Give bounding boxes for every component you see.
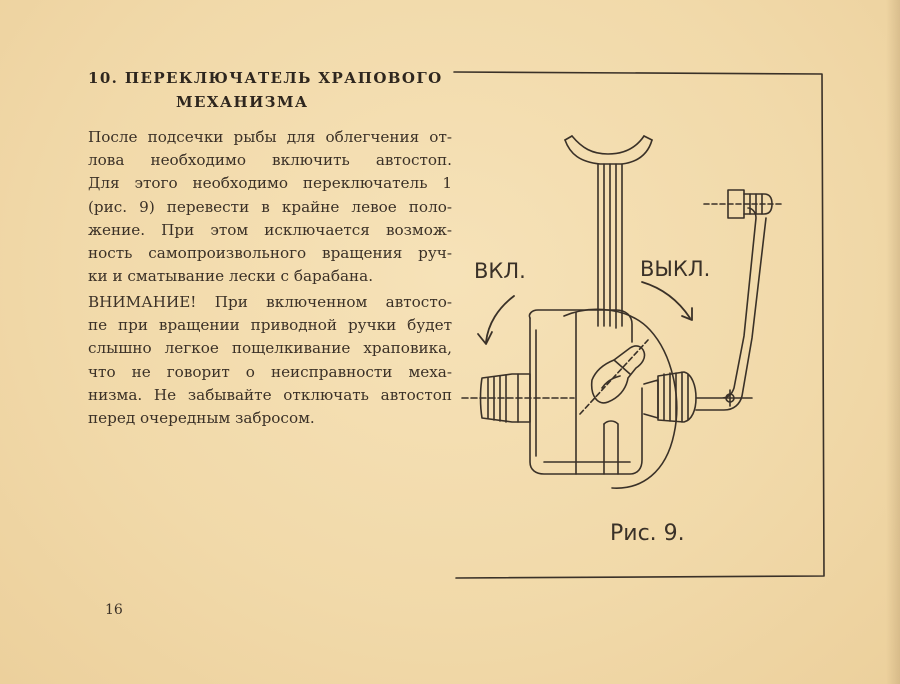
- label-on: ВКЛ.: [474, 259, 526, 283]
- paragraph-line: ность самопроизвольного вращения руч-: [88, 244, 452, 263]
- arrow-off: [641, 281, 691, 319]
- paragraph-line: Для этого необходимо переключатель 1: [88, 174, 452, 193]
- figure-frame: [453, 71, 825, 579]
- section-heading-line-1: 10. ПЕРЕКЛЮЧАТЕЛЬ ХРАПОВОГО: [88, 69, 443, 87]
- label-off: ВЫКЛ.: [640, 257, 710, 281]
- reel-illustration: ВКЛ. ВЫКЛ. Рис. 9.: [453, 71, 825, 579]
- paragraph-line: жение. При этом исключается возмож-: [88, 220, 452, 239]
- page-edge-shadow: [886, 0, 900, 684]
- paragraph-line: ВНИМАНИЕ! При включенном автосто-: [88, 293, 452, 311]
- paragraph-line: слышно легкое пощелкивание храповика,: [88, 339, 452, 358]
- rotor-disc: [563, 308, 678, 489]
- section-heading: 10. ПЕРЕКЛЮЧАТЕЛЬ ХРАПОВОГО МЕХАНИЗМА: [88, 66, 448, 114]
- rod-foot: [564, 139, 653, 165]
- ratchet-switch-lever: [590, 345, 646, 404]
- paragraph-line: После подсечки рыбы для облегчения от-: [88, 128, 452, 146]
- paragraph-line: пе при вращении приводной ручки будет: [88, 316, 452, 335]
- page-number: 16: [105, 602, 123, 618]
- section-heading-line-2: МЕХАНИЗМА: [176, 93, 309, 111]
- paragraph-line: лова необходимо включить автостоп.: [88, 151, 452, 170]
- paragraph-line: перед очередным забросом.: [88, 409, 315, 428]
- paragraph-line: ки и сматывание лески с барабана.: [88, 267, 374, 286]
- paragraph-instructions: После подсечки рыбы для облегчения от- л…: [88, 126, 452, 288]
- paragraph-warning: ВНИМАНИЕ! При включенном автосто- пе при…: [88, 291, 452, 430]
- figure-caption: Рис. 9.: [610, 521, 685, 546]
- paragraph-line: низма. Не забывайте отключать автостоп: [88, 385, 452, 404]
- reel-housing: [528, 309, 633, 343]
- crank-knob: [727, 189, 745, 219]
- figure-9-reel-diagram: ВКЛ. ВЫКЛ. Рис. 9.: [452, 68, 830, 582]
- paragraph-line: (рис. 9) перевести в крайне левое поло-: [88, 197, 452, 216]
- paragraph-line: что не говорит о неисправности меха-: [88, 362, 452, 381]
- arrow-on: [485, 295, 515, 343]
